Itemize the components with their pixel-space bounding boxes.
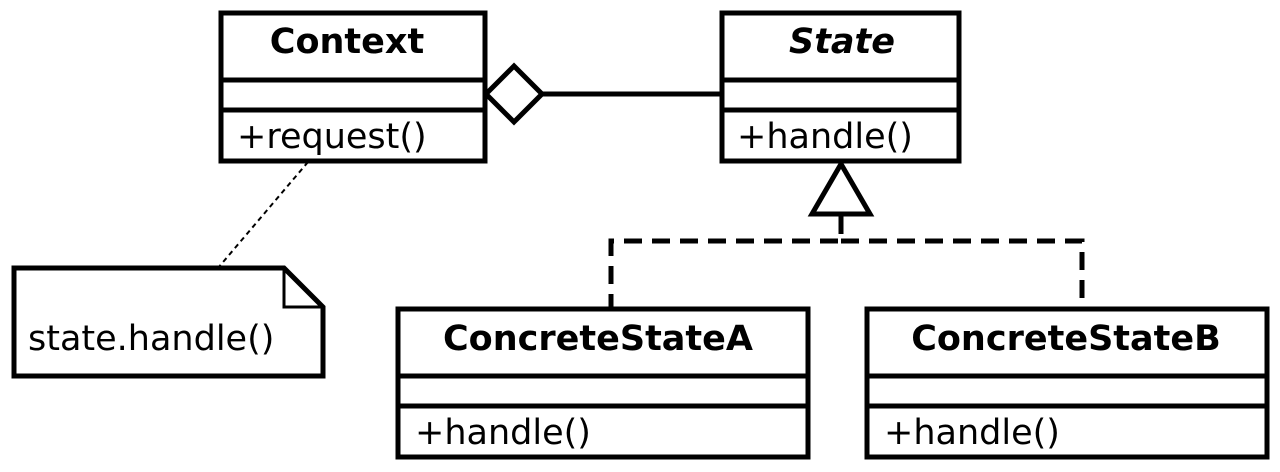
class-concrete-state-a-name: ConcreteStateA bbox=[443, 319, 753, 359]
class-concrete-state-a-method: +handle() bbox=[415, 413, 591, 453]
note-anchor-line bbox=[217, 161, 309, 269]
class-state-method: +handle() bbox=[737, 117, 913, 157]
class-context[interactable]: Context +request() bbox=[218, 10, 488, 164]
class-concrete-state-b-method: +handle() bbox=[884, 413, 1060, 453]
aggregation-diamond-icon bbox=[482, 62, 546, 126]
class-state[interactable]: State +handle() bbox=[719, 10, 962, 164]
note-text: state.handle() bbox=[28, 319, 274, 359]
realization-arrowhead-icon bbox=[807, 159, 875, 217]
class-concrete-state-a[interactable]: ConcreteStateA +handle() bbox=[395, 306, 811, 460]
class-state-name: State bbox=[789, 22, 895, 62]
note[interactable]: state.handle() bbox=[11, 265, 326, 379]
class-context-name: Context bbox=[270, 22, 424, 62]
realization-line-b bbox=[841, 238, 1085, 308]
realization-line-a bbox=[608, 216, 844, 308]
class-context-method: +request() bbox=[237, 117, 427, 157]
class-concrete-state-b[interactable]: ConcreteStateB +handle() bbox=[864, 306, 1270, 460]
class-concrete-state-b-name: ConcreteStateB bbox=[911, 319, 1221, 359]
